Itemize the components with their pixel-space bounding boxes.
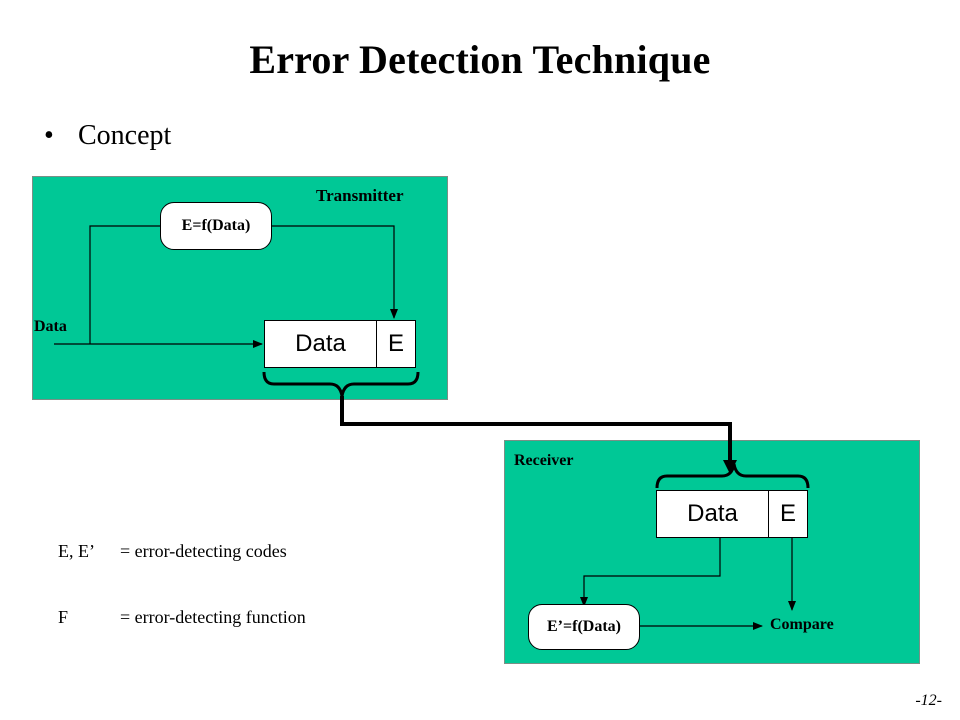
bullet-dot-icon: • [44,120,54,151]
receiver-data-arrow [580,538,721,607]
receiver-function-box: E’=f(Data) [528,604,640,650]
legend-term: E, E’ [58,541,95,561]
legend-row: E, E’ = error-detecting codes [58,540,306,562]
transmitter-e-arrow [272,225,398,319]
transmitter-frame: Data E [264,320,416,368]
bullet-text: Concept [78,120,172,151]
page-number: -12- [915,692,942,709]
legend-row: F = error-detecting function [58,606,306,628]
transmitter-label: Transmitter [316,186,404,205]
transmitter-feed-line [89,225,162,344]
receiver-label: Receiver [514,452,574,469]
receiver-frame-code: E [779,500,796,527]
legend-term: F [58,607,69,627]
receiver-frame: Data E [656,490,808,538]
receiver-brace-icon [655,463,810,489]
transmitter-input-label: Data [34,318,67,335]
transmitter-frame-data: Data [265,321,377,367]
slide-title: Error Detection Technique [249,37,711,82]
channel-connector [340,396,732,466]
transmitter-brace-icon [262,371,420,397]
receiver-frame-data: Data [657,491,769,537]
transmitter-frame-code: E [387,330,404,357]
transmitter-function-box: E=f(Data) [160,202,272,250]
legend-definition: = error-detecting codes [120,541,287,561]
legend: E, E’ = error-detecting codes F = error-de… [58,496,306,650]
channel-arrowhead-icon [723,460,737,474]
receiver-compare-label: Compare [770,616,834,633]
bullet-item: • Concept [44,120,171,152]
legend-definition: = error-detecting function [120,607,306,627]
